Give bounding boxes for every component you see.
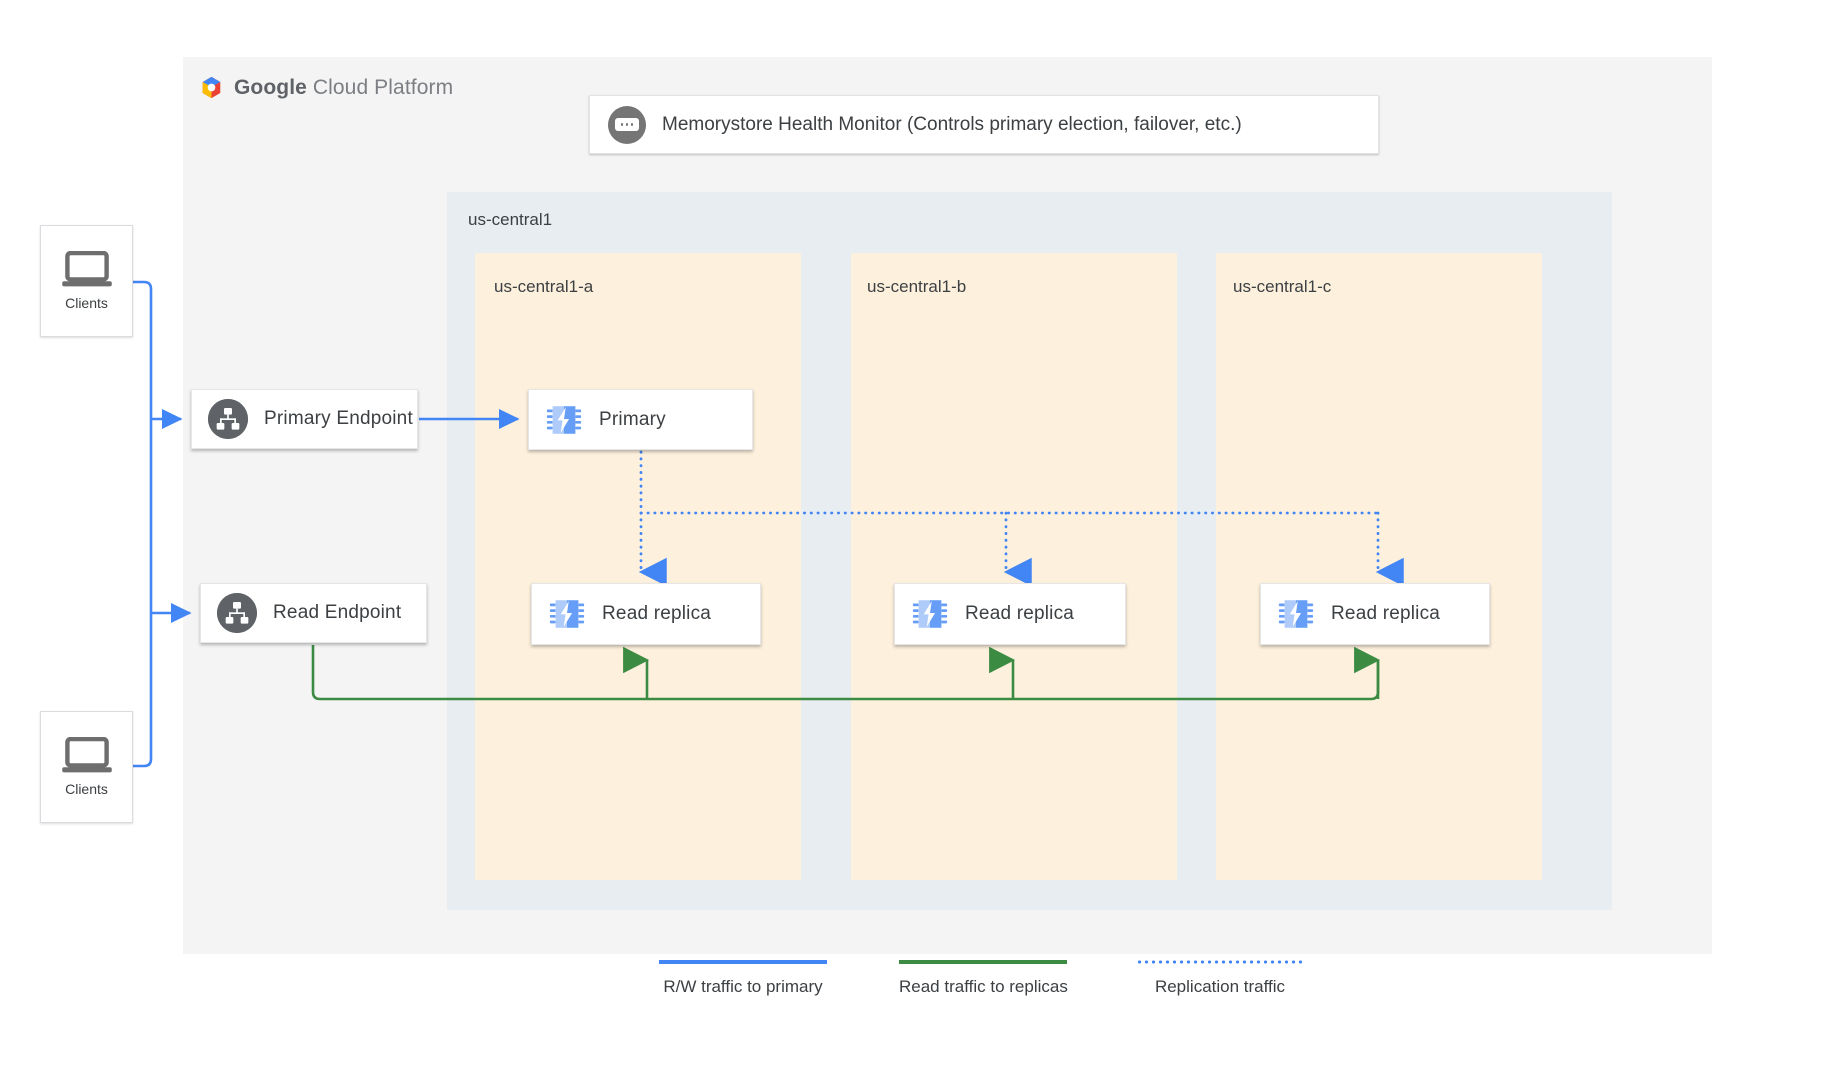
zone-label-a: us-central1-a <box>494 277 594 296</box>
memorystore-chip-icon <box>548 595 586 633</box>
platform-name: Google Cloud Platform <box>234 76 453 100</box>
legend-item-rw-traffic: R/W traffic to primary <box>659 960 827 997</box>
endpoint-hierarchy-icon <box>208 399 248 439</box>
legend-item-read-traffic: Read traffic to replicas <box>899 960 1068 997</box>
read-replica-label-b: Read replica <box>965 603 1075 624</box>
zone-us-central1-b <box>851 253 1177 880</box>
read-replica-label-a: Read replica <box>602 603 712 624</box>
clients-node-top[interactable]: Clients <box>40 225 133 337</box>
laptop-icon <box>61 736 113 775</box>
health-monitor-label: Memorystore Health Monitor (Controls pri… <box>662 113 1242 135</box>
legend-item-replication-traffic: Replication traffic <box>1136 960 1304 997</box>
laptop-icon <box>61 250 113 289</box>
legend-swatch-blue-solid <box>659 960 827 964</box>
primary-instance-label: Primary <box>599 408 666 430</box>
platform-name-light: Cloud Platform <box>312 75 454 99</box>
primary-instance-node[interactable]: Primary <box>528 389 753 450</box>
google-cloud-platform-logo: Google Cloud Platform <box>198 74 453 101</box>
client-to-endpoint-lines <box>131 280 192 768</box>
primary-endpoint-node[interactable]: Primary Endpoint <box>191 389 418 449</box>
legend-label-replication-traffic: Replication traffic <box>1154 977 1286 996</box>
legend: R/W traffic to primary Read traffic to r… <box>0 960 1832 1040</box>
health-monitor-box: Memorystore Health Monitor (Controls pri… <box>589 95 1379 154</box>
zone-us-central1-a <box>475 253 801 880</box>
zone-label-b: us-central1-b <box>867 277 967 296</box>
read-endpoint-label: Read Endpoint <box>273 602 402 623</box>
clients-label-top: Clients <box>65 295 108 311</box>
zone-us-central1-c <box>1216 253 1542 880</box>
primary-endpoint-label: Primary Endpoint <box>264 408 413 429</box>
legend-swatch-blue-dotted <box>1136 960 1304 964</box>
memorystore-chip-icon <box>1277 595 1315 633</box>
legend-label-rw-traffic: R/W traffic to primary <box>663 977 823 996</box>
legend-label-read-traffic: Read traffic to replicas <box>899 977 1068 996</box>
read-replica-node-b[interactable]: Read replica <box>894 583 1126 645</box>
memorystore-chip-icon <box>911 595 949 633</box>
health-monitor-icon <box>608 105 646 144</box>
read-replica-node-a[interactable]: Read replica <box>531 583 761 645</box>
memorystore-chip-icon <box>545 401 583 439</box>
google-cloud-hexagon-icon <box>198 74 225 101</box>
read-endpoint-node[interactable]: Read Endpoint <box>200 583 427 643</box>
clients-label-bottom: Clients <box>65 781 108 797</box>
clients-node-bottom[interactable]: Clients <box>40 711 133 823</box>
read-replica-node-c[interactable]: Read replica <box>1260 583 1490 645</box>
platform-name-bold: Google <box>234 75 307 99</box>
endpoint-hierarchy-icon <box>217 593 257 633</box>
region-label: us-central1 <box>468 210 553 229</box>
zone-label-c: us-central1-c <box>1233 277 1332 296</box>
legend-swatch-green-solid <box>899 960 1068 964</box>
read-replica-label-c: Read replica <box>1331 603 1441 624</box>
